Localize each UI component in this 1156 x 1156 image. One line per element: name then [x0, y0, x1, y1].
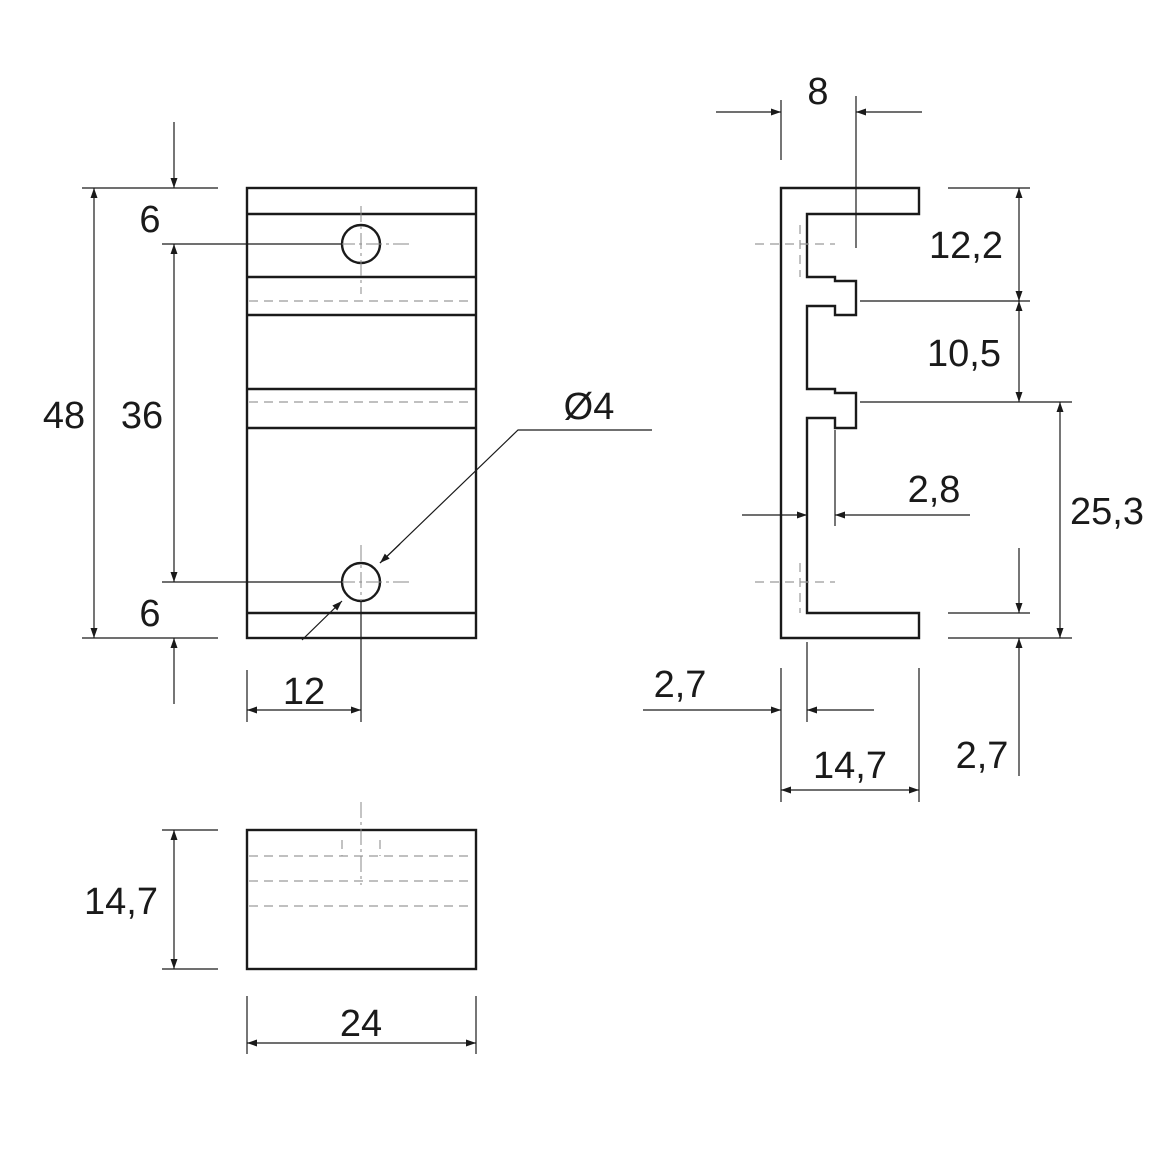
dim-bottom-flange: 2,7: [956, 735, 1009, 777]
dim-hole-x: 12: [283, 671, 325, 713]
dim-total-height: 48: [43, 395, 85, 437]
dim-hole-diameter: Ø4: [564, 386, 615, 428]
top-view: 14,7 24: [84, 802, 478, 1054]
dim-depth: 14,7: [813, 745, 887, 787]
dim-rib-thickness: 2,8: [908, 469, 961, 511]
dim-bottom-offset: 6: [139, 593, 160, 635]
leader-line-diameter: [301, 600, 343, 641]
dim-upper-slot: 12,2: [929, 225, 1003, 267]
front-view: 48 36 6 6 12 Ø4: [43, 122, 652, 722]
side-view: 8 12,2 10,5 25,3 2,8 2,7 2,7 14,7: [643, 71, 1144, 802]
dim-top-offset: 6: [139, 199, 160, 241]
leader-line-diameter: [379, 543, 401, 564]
dim-depth: 14,7: [84, 881, 158, 923]
leader-line-diameter: [379, 429, 652, 564]
dim-back-wall: 2,7: [654, 664, 707, 706]
dim-mid-slot: 10,5: [927, 333, 1001, 375]
dim-lower-gap: 25,3: [1070, 491, 1144, 533]
dim-hole-spacing: 36: [121, 395, 163, 437]
dim-width: 24: [340, 1003, 382, 1045]
side-profile-outline: [779, 186, 921, 640]
dim-top-width: 8: [807, 71, 828, 113]
